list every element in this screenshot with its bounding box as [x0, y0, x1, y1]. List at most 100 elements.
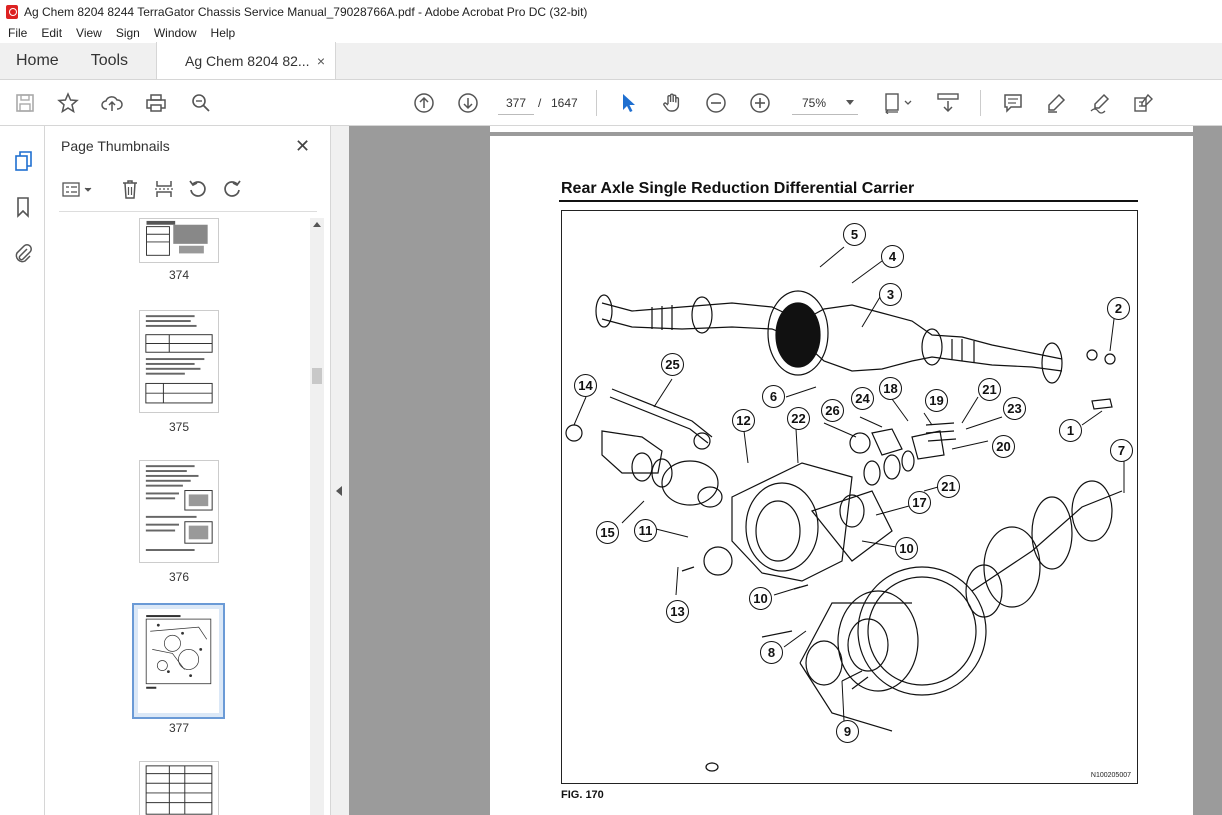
page-fit-icon[interactable]: [882, 91, 914, 115]
zoom-level-value: 75%: [802, 95, 827, 110]
page-separator: /: [538, 96, 542, 110]
toolbar-divider: [980, 90, 981, 116]
callout-5: 5: [843, 223, 866, 246]
select-cursor-icon[interactable]: [616, 91, 640, 115]
zoom-in-icon[interactable]: [748, 91, 772, 115]
hand-tool-icon[interactable]: [660, 91, 684, 115]
attachments-icon[interactable]: [10, 240, 36, 266]
callout-11: 11: [634, 519, 657, 542]
highlight-pen-icon[interactable]: [1044, 91, 1068, 115]
next-page-icon[interactable]: [456, 91, 480, 115]
thumbnail-scrollbar[interactable]: [310, 218, 324, 815]
chevron-left-icon: [336, 486, 342, 496]
callout-24: 24: [851, 387, 874, 410]
left-rail: [0, 126, 45, 815]
window-title: Ag Chem 8204 8244 TerraGator Chassis Ser…: [24, 4, 588, 19]
tab-bar: Home Tools Ag Chem 8204 82... ×: [0, 42, 1222, 80]
scrollbar-thumb[interactable]: [312, 368, 322, 384]
exploded-diagram-drawing: [565, 246, 1125, 772]
menu-bar: File Edit View Sign Window Help: [0, 23, 1222, 43]
callout-9: 9: [836, 720, 859, 743]
callout-22: 22: [787, 407, 810, 430]
sign-pen-icon[interactable]: [1088, 91, 1112, 115]
zoom-search-icon[interactable]: [189, 91, 213, 115]
callout-15: 15: [596, 521, 619, 544]
exploded-diagram-figure: 5 4 3 2 25 14 6 26 24 18 19 21 23 1 12 2…: [561, 210, 1138, 784]
tab-document[interactable]: Ag Chem 8204 82... ×: [156, 42, 337, 79]
bookmarks-icon[interactable]: [10, 194, 36, 220]
menu-help[interactable]: Help: [210, 26, 236, 40]
rotate-right-icon[interactable]: [221, 178, 243, 200]
thumbnails-panel: Page Thumbnails ✕ 374 375: [45, 126, 331, 815]
thumbnail-label: 376: [168, 570, 190, 584]
rotate-left-icon[interactable]: [187, 178, 209, 200]
callout-10: 10: [895, 537, 918, 560]
thumbnail-options-icon[interactable]: [61, 178, 95, 200]
previous-page-edge: [490, 126, 1193, 132]
delete-page-icon[interactable]: [119, 178, 141, 200]
edit-pdf-icon[interactable]: [1132, 91, 1156, 115]
scroll-mode-icon[interactable]: [934, 91, 962, 115]
callout-12: 12: [732, 409, 755, 432]
tab-document-label: Ag Chem 8204 82...: [185, 52, 310, 69]
print-icon[interactable]: [144, 91, 168, 115]
callout-4: 4: [881, 245, 904, 268]
callout-8: 8: [760, 641, 783, 664]
thumbnail-label: 374: [168, 268, 190, 282]
callout-2: 2: [1107, 297, 1130, 320]
callout-21: 21: [978, 378, 1001, 401]
extract-page-icon[interactable]: [153, 178, 175, 200]
page-thumbnail[interactable]: [139, 218, 219, 263]
menu-sign[interactable]: Sign: [115, 26, 140, 40]
chevron-down-icon: [846, 100, 854, 105]
menu-edit[interactable]: Edit: [41, 26, 63, 40]
callout-14: 14: [574, 374, 597, 397]
zoom-out-icon[interactable]: [704, 91, 728, 115]
menu-window[interactable]: Window: [153, 26, 197, 40]
document-view[interactable]: Rear Axle Single Reduction Differential …: [349, 126, 1222, 815]
tab-tools[interactable]: Tools: [90, 52, 129, 69]
acrobat-icon: [6, 4, 18, 19]
tab-home[interactable]: Home: [16, 52, 59, 69]
page-thumbnail-selected[interactable]: [132, 603, 225, 719]
toolbar-divider: [596, 90, 597, 116]
heading-rule: [559, 200, 1138, 202]
section-heading: Rear Axle Single Reduction Differential …: [561, 180, 915, 197]
callout-7: 7: [1110, 439, 1133, 462]
scroll-up-icon[interactable]: [313, 222, 321, 227]
callout-23: 23: [1003, 397, 1026, 420]
figure-id: N100205007: [1090, 772, 1131, 779]
tab-close-icon[interactable]: ×: [316, 52, 326, 69]
total-pages: 1647: [551, 96, 578, 110]
page-thumbnail[interactable]: [139, 761, 219, 815]
comment-icon[interactable]: [1001, 91, 1025, 115]
callout-1: 1: [1059, 419, 1082, 442]
callout-13: 13: [666, 600, 689, 623]
page-thumbnail[interactable]: [139, 310, 219, 413]
upload-cloud-icon[interactable]: [100, 91, 124, 115]
previous-page-icon[interactable]: [412, 91, 436, 115]
page-number-input[interactable]: 377: [498, 91, 534, 115]
callout-17: 17: [908, 491, 931, 514]
figure-caption: FIG. 170: [561, 789, 604, 801]
page-thumbnails-icon[interactable]: [10, 148, 36, 174]
panel-title: Page Thumbnails: [61, 138, 170, 154]
callout-19: 19: [925, 389, 948, 412]
callout-20: 20: [992, 435, 1015, 458]
callout-3: 3: [879, 283, 902, 306]
callout-10-lower: 10: [749, 587, 772, 610]
panel-divider: [59, 211, 317, 212]
callout-25: 25: [661, 353, 684, 376]
thumbnail-label: 377: [168, 721, 190, 735]
callout-18: 18: [879, 377, 902, 400]
page-thumbnail[interactable]: [139, 460, 219, 563]
pdf-page: Rear Axle Single Reduction Differential …: [490, 136, 1193, 815]
save-icon[interactable]: [13, 91, 37, 115]
callout-6: 6: [762, 385, 785, 408]
menu-file[interactable]: File: [8, 26, 28, 40]
zoom-level-select[interactable]: 75%: [792, 91, 858, 115]
panel-collapse-handle[interactable]: [331, 126, 349, 815]
close-icon[interactable]: ✕: [295, 136, 311, 156]
menu-view[interactable]: View: [76, 26, 102, 40]
bookmark-star-icon[interactable]: [56, 91, 80, 115]
